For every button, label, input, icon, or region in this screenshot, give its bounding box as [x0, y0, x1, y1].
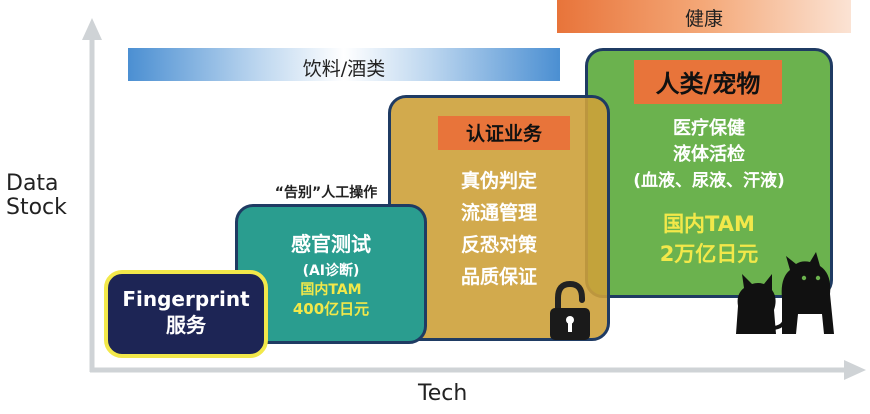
authentication-title-highlight [438, 116, 570, 150]
x-axis-label: Tech [418, 381, 468, 406]
sensory-test-tam-value: 400亿日元 [292, 300, 370, 318]
human-pet-line-3: (血液、尿液、汗液) [633, 171, 785, 191]
sensory-test-title: 感官测试 [291, 232, 371, 256]
x-axis-arrowhead [844, 360, 866, 380]
authentication-item: 反恐对策 [460, 234, 537, 256]
authentication-title: 认证业务 [465, 123, 542, 145]
y-axis-label-line2: Stock [6, 195, 67, 220]
cat-dog-silhouette-icon [736, 252, 834, 334]
manual-operation-caption: “告别”人工操作 [274, 185, 378, 201]
lock-icon [550, 280, 590, 340]
beverage-band [128, 48, 560, 81]
fingerprint-service-label: Fingerprint 服务 [104, 286, 268, 338]
health-band-label: 健康 [684, 8, 723, 30]
fingerprint-service-box [104, 270, 268, 358]
sensory-test-subtitle: (AI诊断) [302, 263, 360, 279]
human-pet-tam-value: 2万亿日元 [659, 242, 759, 266]
sensory-test-tam-label: 国内TAM [300, 282, 362, 298]
beverage-band-label: 饮料/酒类 [302, 58, 386, 80]
health-band [557, 0, 851, 33]
fingerprint-service-line2: 服务 [166, 313, 206, 337]
human-pet-line-2: 液体活检 [673, 144, 745, 165]
authentication-item: 流通管理 [460, 202, 537, 224]
human-pet-title: 人类/宠物 [655, 70, 761, 98]
y-axis-arrowhead [82, 18, 102, 40]
fingerprint-service-line1: Fingerprint [122, 287, 250, 311]
y-axis-label: Data Stock [6, 172, 67, 220]
authentication-item: 真伪判定 [460, 170, 537, 192]
human-pet-tam-label: 国内TAM [663, 212, 755, 236]
human-pet-line-1: 医疗保健 [673, 118, 745, 139]
y-axis-label-line1: Data [6, 171, 59, 196]
authentication-item: 品质保证 [460, 266, 537, 288]
human-pet-title-highlight [634, 60, 782, 104]
